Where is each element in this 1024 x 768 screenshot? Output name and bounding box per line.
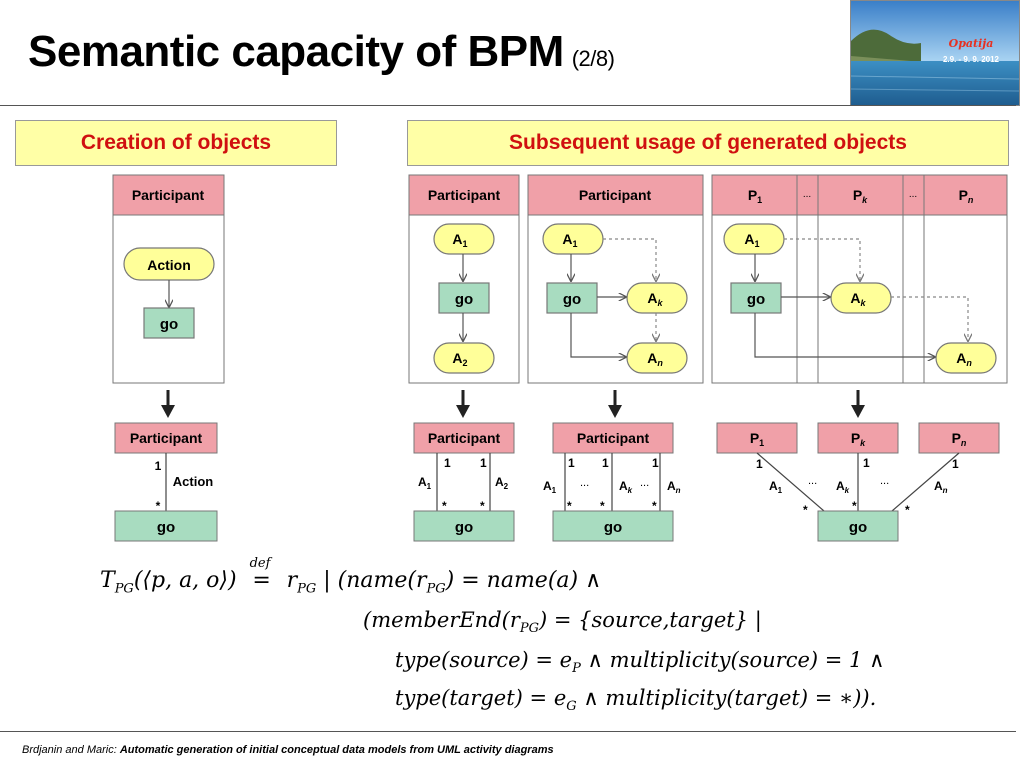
svg-text:go: go <box>747 291 765 308</box>
svg-text:*: * <box>905 503 910 517</box>
footer-citation: Brdjanin and Maric: Automatic generation… <box>22 744 554 756</box>
svg-text:Pn: Pn <box>959 187 974 205</box>
participant-label: Participant <box>132 187 205 203</box>
svg-text:A2: A2 <box>452 350 467 368</box>
formula-line-3: type(source) = eP ∧ multiplicity(source)… <box>395 648 885 677</box>
svg-text:A1: A1 <box>769 479 783 495</box>
svg-text:...: ... <box>803 189 811 200</box>
svg-text:1: 1 <box>756 457 763 471</box>
svg-text:A1: A1 <box>543 479 557 495</box>
bpm-diagram: Participant Action go Participant 1 Acti… <box>112 174 1008 542</box>
banner-usage: Subsequent usage of generated objects <box>407 120 1009 166</box>
down-arrow-icon <box>161 405 175 418</box>
page-indicator: (2/8) <box>571 46 615 71</box>
participant-header <box>112 174 225 216</box>
svg-text:go: go <box>849 519 867 536</box>
banner-creation: Creation of objects <box>15 120 337 166</box>
svg-text:A2: A2 <box>495 475 509 491</box>
svg-text:Pn: Pn <box>952 430 967 448</box>
svg-text:1: 1 <box>863 456 870 470</box>
svg-text:An: An <box>956 350 972 368</box>
footer-divider <box>0 731 1016 732</box>
down-arrow-icon <box>456 405 470 418</box>
svg-text:1: 1 <box>652 456 659 470</box>
formula-line-1: TPG(⟨p, a, o⟩) def = rPG | (name(rPG) = … <box>100 556 602 597</box>
svg-text:go: go <box>157 519 175 536</box>
svg-text:*: * <box>652 499 657 513</box>
opatija-photo: Opatija 2.9. - 9. 9. 2012 <box>850 0 1020 106</box>
svg-text:1: 1 <box>602 456 609 470</box>
svg-text:*: * <box>852 499 857 513</box>
svg-text:P1: P1 <box>748 187 762 205</box>
svg-text:Action: Action <box>173 474 214 489</box>
panel-usage-multi-participant: P1 ... Pk ... Pn A1 go Ak An <box>711 174 1008 384</box>
svg-text:...: ... <box>580 477 589 489</box>
svg-text:*: * <box>442 499 447 513</box>
class-diagram-multi-participant: P1 Pk Pn 1 1 1 A1 ... Ak ... An * * * go <box>716 422 1000 542</box>
footer-authors: Brdjanin and Maric: <box>22 744 117 756</box>
photo-dates: 2.9. - 9. 9. 2012 <box>943 55 1000 64</box>
svg-text:An: An <box>647 350 663 368</box>
svg-text:Participant: Participant <box>130 430 203 446</box>
svg-text:go: go <box>563 291 581 308</box>
svg-text:...: ... <box>808 475 817 487</box>
svg-text:*: * <box>480 499 485 513</box>
go-object <box>143 307 195 339</box>
svg-text:Ak: Ak <box>850 290 866 308</box>
down-arrow-icon <box>851 405 865 418</box>
footer-paper-title: Automatic generation of initial conceptu… <box>119 744 554 756</box>
svg-text:*: * <box>156 499 161 513</box>
svg-text:An: An <box>667 479 681 495</box>
panel-usage-sequential: Participant A1 go A2 <box>408 174 520 384</box>
svg-text:P1: P1 <box>750 430 764 448</box>
svg-text:...: ... <box>880 475 889 487</box>
svg-text:1: 1 <box>952 457 959 471</box>
svg-text:...: ... <box>909 189 917 200</box>
svg-text:1: 1 <box>480 456 487 470</box>
photo-caption: Opatija <box>949 37 994 50</box>
svg-text:Ak: Ak <box>619 479 633 495</box>
svg-text:Ak: Ak <box>836 479 850 495</box>
svg-text:1: 1 <box>155 459 162 473</box>
svg-text:A1: A1 <box>744 231 759 249</box>
svg-text:...: ... <box>640 477 649 489</box>
action-label: Action <box>147 257 191 273</box>
panel-creation: Participant Action go <box>112 174 225 384</box>
svg-text:Participant: Participant <box>579 187 652 203</box>
go-label: go <box>160 316 178 333</box>
svg-text:Participant: Participant <box>577 430 650 446</box>
svg-text:go: go <box>604 519 622 536</box>
svg-text:Participant: Participant <box>428 187 501 203</box>
class-diagram-creation: Participant 1 Action * go <box>114 422 218 542</box>
svg-text:Participant: Participant <box>428 430 501 446</box>
svg-text:*: * <box>803 503 808 517</box>
down-arrow-icon <box>608 405 622 418</box>
title-divider <box>0 105 1016 106</box>
svg-text:A1: A1 <box>452 231 467 249</box>
svg-text:Pk: Pk <box>853 187 868 205</box>
svg-text:Ak: Ak <box>647 290 663 308</box>
title-text: Semantic capacity of BPM <box>28 27 564 76</box>
page-title: Semantic capacity of BPM (2/8) <box>28 27 615 76</box>
panel-usage-branching: Participant A1 go Ak An <box>527 174 704 384</box>
svg-text:1: 1 <box>444 456 451 470</box>
class-diagram-branching: Participant 1 1 1 A1 ... Ak ... An * * *… <box>543 422 681 542</box>
svg-text:go: go <box>455 291 473 308</box>
svg-text:An: An <box>934 479 948 495</box>
svg-text:1: 1 <box>568 456 575 470</box>
svg-text:*: * <box>600 499 605 513</box>
svg-text:go: go <box>455 519 473 536</box>
svg-text:A1: A1 <box>562 231 577 249</box>
svg-text:Pk: Pk <box>851 430 866 448</box>
photo-image: Opatija 2.9. - 9. 9. 2012 <box>851 1 1019 105</box>
svg-text:*: * <box>567 499 572 513</box>
formula-line-4: type(target) = eG ∧ multiplicity(target)… <box>395 686 877 715</box>
formula-line-2: (memberEnd(rPG) = {source,target} | <box>363 608 762 637</box>
svg-text:A1: A1 <box>418 475 432 491</box>
class-diagram-sequential: Participant 1 1 A1 A2 * * go <box>413 422 515 542</box>
